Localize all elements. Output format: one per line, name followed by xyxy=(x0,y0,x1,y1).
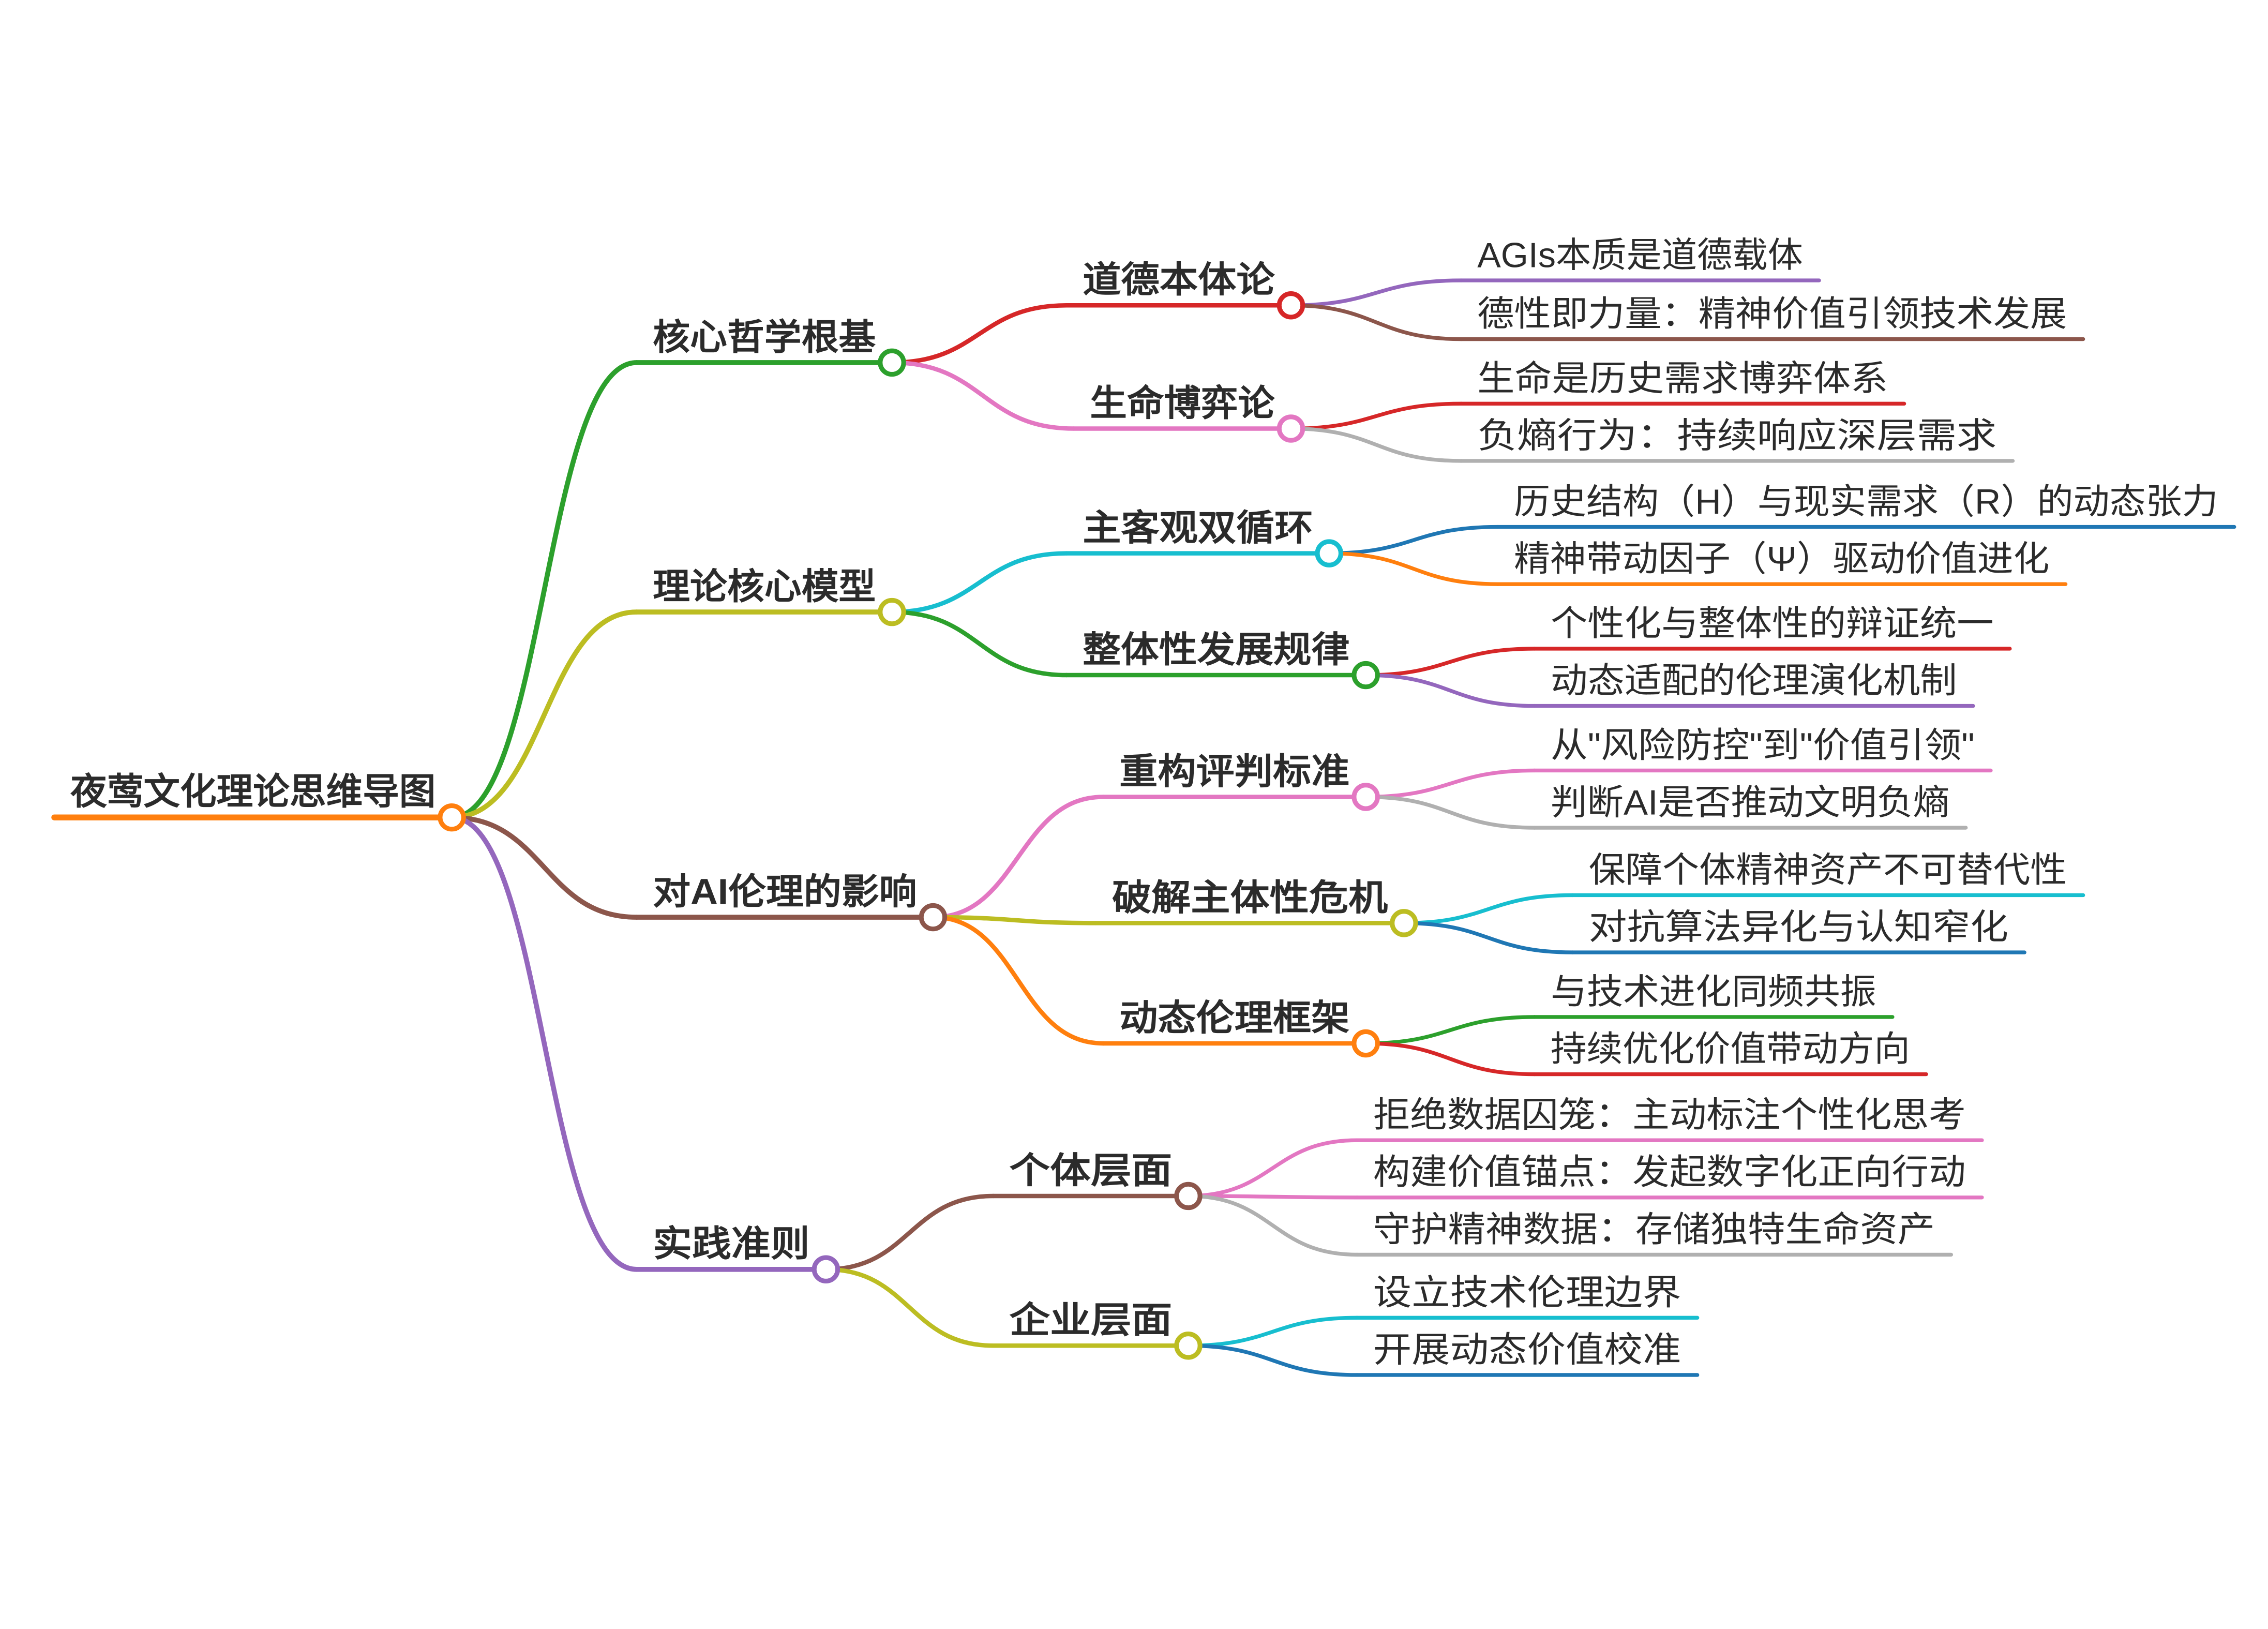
branch-curve xyxy=(1186,1138,1359,1198)
node-label: 开展动态价值校准 xyxy=(1373,1330,1681,1369)
node-label: 个体层面 xyxy=(1009,1150,1172,1190)
branch-curve xyxy=(449,360,639,820)
node-label: 拒绝数据囚笼：主动标注个性化思考 xyxy=(1373,1096,1966,1135)
node-label: 守护精神数据：存储独特生命资产 xyxy=(1373,1210,1935,1249)
branch-curve xyxy=(930,795,1106,920)
node-circle[interactable] xyxy=(1174,1332,1203,1360)
node-label: 道德本体论 xyxy=(1083,260,1275,300)
node-label: 主客观双循环 xyxy=(1083,507,1313,548)
branch-curve xyxy=(1289,303,1463,341)
branch-curve xyxy=(930,915,1106,1046)
branch-curve xyxy=(449,609,639,820)
node-label: 理论核心模型 xyxy=(653,566,876,607)
branch-curve xyxy=(890,360,1076,431)
node-label: 对AI伦理的影响 xyxy=(653,872,917,912)
node-circle[interactable] xyxy=(1174,1182,1203,1210)
branch-curve xyxy=(1363,1015,1537,1045)
branch-curve xyxy=(1289,401,1463,431)
branch-curve xyxy=(1289,278,1463,307)
node-label: 重构评判标准 xyxy=(1119,751,1349,791)
node-label: 企业层面 xyxy=(1009,1300,1172,1340)
branch-curve xyxy=(1402,893,1575,925)
node-circle[interactable] xyxy=(878,597,906,626)
branch-curve xyxy=(930,915,1099,925)
branch-curve xyxy=(823,1193,996,1272)
node-circle[interactable] xyxy=(878,348,906,377)
branch-curve xyxy=(449,815,639,920)
branch-curve xyxy=(1289,426,1463,463)
node-label: 核心哲学根基 xyxy=(653,317,876,357)
node-circle[interactable] xyxy=(438,803,466,832)
node-label: 个性化与整体性的辩证统一 xyxy=(1551,604,1994,643)
branch-curve xyxy=(890,609,1069,678)
branch-curve xyxy=(449,815,639,1272)
node-circle[interactable] xyxy=(1276,414,1305,443)
node-circle[interactable] xyxy=(1315,539,1343,567)
branch-curve xyxy=(890,551,1069,615)
branch-curve xyxy=(1363,768,1537,799)
node-label: 生命是历史需求博弈体系 xyxy=(1477,359,1888,398)
node-circle[interactable] xyxy=(1390,909,1418,937)
branch-curve xyxy=(1186,1316,1359,1348)
node-circle[interactable] xyxy=(1276,291,1305,320)
node-circles-layer xyxy=(438,291,1418,1360)
node-label: 构建价值锚点：发起数字化正向行动 xyxy=(1373,1153,1966,1192)
node-label: 生命博弈论 xyxy=(1090,383,1275,423)
branch-curve xyxy=(823,1267,996,1348)
node-underlines-layer xyxy=(51,278,2236,1377)
branch-curve xyxy=(1186,1194,1359,1257)
node-label: 与技术进化同频共振 xyxy=(1551,972,1876,1011)
branch-curve xyxy=(890,303,1069,365)
branch-curve xyxy=(1186,1194,1359,1200)
node-label: 历史结构（H）与现实需求（R）的动态张力 xyxy=(1514,482,2218,521)
node-label: 动态适配的伦理演化机制 xyxy=(1551,661,1957,700)
branch-curves-layer xyxy=(449,278,1575,1377)
branch-curve xyxy=(1186,1343,1359,1377)
node-label: AGIs本质是道德载体 xyxy=(1477,236,1803,275)
branch-curve xyxy=(1363,673,1537,708)
branch-curve xyxy=(1363,1041,1537,1077)
node-label: 设立技术伦理边界 xyxy=(1373,1273,1681,1312)
node-circle[interactable] xyxy=(812,1255,840,1283)
node-label: 实践准则 xyxy=(653,1223,809,1264)
node-label: 判断AI是否推动文明负熵 xyxy=(1551,783,1949,822)
node-circle[interactable] xyxy=(1351,661,1380,690)
node-label: 夜莺文化理论思维导图 xyxy=(70,772,435,813)
node-circle[interactable] xyxy=(1351,783,1380,811)
node-label: 精神带动因子（Ψ）驱动价值进化 xyxy=(1514,540,2049,579)
branch-curve xyxy=(1327,551,1500,586)
node-labels-layer: 夜莺文化理论思维导图 核心哲学根基 道德本体论 AGIs本质是道德载体德性即力量：精神… xyxy=(70,236,2218,1370)
node-label: 保障个体精神资产不可替代性 xyxy=(1589,850,2067,890)
node-label: 从"风险防控"到"价值引领" xyxy=(1551,726,1975,765)
node-label: 整体性发展规律 xyxy=(1083,630,1349,670)
branch-curve xyxy=(1327,525,1500,556)
node-label: 持续优化价值带动方向 xyxy=(1551,1029,1910,1069)
node-circle[interactable] xyxy=(1351,1029,1380,1058)
branch-curve xyxy=(1363,647,1537,677)
branch-curve xyxy=(1402,921,1575,954)
node-label: 负熵行为：持续响应深层需求 xyxy=(1477,416,1996,455)
node-label: 破解主体性危机 xyxy=(1112,877,1388,918)
node-label: 动态伦理框架 xyxy=(1119,997,1349,1038)
node-circle[interactable] xyxy=(919,903,948,932)
node-label: 对抗算法异化与认知窄化 xyxy=(1589,908,2008,947)
node-label: 德性即力量：精神价值引领技术发展 xyxy=(1477,294,2067,334)
branch-curve xyxy=(1363,795,1537,830)
